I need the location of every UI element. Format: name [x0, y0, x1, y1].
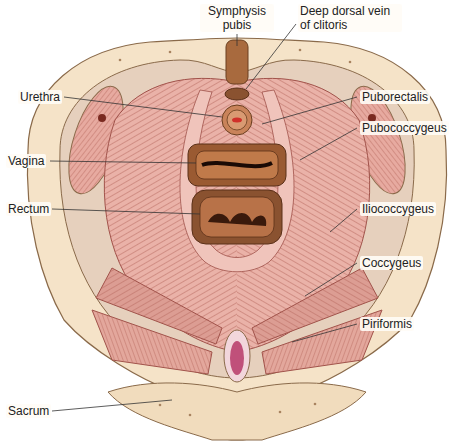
leader-line — [246, 24, 296, 89]
sacrum-bone — [108, 383, 366, 440]
vagina-wall — [196, 151, 278, 179]
leader-line — [330, 209, 357, 232]
leader-line — [52, 209, 200, 214]
part-label: Vagina — [6, 154, 46, 168]
leader-line — [300, 128, 357, 160]
symphysis-pubis — [226, 40, 248, 84]
urethra-ring — [227, 110, 247, 130]
dorsal-vein — [225, 88, 249, 100]
leader-line — [262, 97, 357, 124]
part-label: Coccygeus — [360, 256, 423, 270]
rectum-lumen — [208, 213, 266, 226]
part-label: Urethra — [18, 90, 62, 104]
leader-lines — [50, 24, 357, 411]
leader-line — [292, 324, 357, 342]
puborectalis-sling — [180, 90, 294, 272]
leader-line — [64, 97, 222, 117]
rectum-wall — [200, 197, 274, 237]
part-label: Puborectalis — [360, 90, 430, 104]
leader-line — [50, 161, 196, 163]
leader-line — [305, 263, 357, 296]
part-label: Sacrum — [6, 404, 51, 418]
pelvic-bone — [27, 38, 446, 440]
part-label: Symphysis pubis — [200, 4, 274, 32]
vagina — [188, 144, 286, 186]
part-label: Deep dorsal vein of clitoris — [298, 4, 402, 32]
part-label: Iliococcygeus — [360, 202, 436, 216]
vagina-lumen — [202, 163, 272, 166]
muscle-striation — [92, 310, 212, 374]
part-label: Rectum — [6, 202, 51, 216]
part-label: Piriformis — [360, 317, 414, 331]
obturator-canal — [98, 114, 106, 122]
leader-line — [237, 34, 238, 46]
leader-line — [52, 400, 172, 411]
part-label: Pubococcygeus — [360, 121, 449, 135]
urethra — [222, 105, 252, 135]
coccyx — [224, 330, 250, 382]
coccyx-inner — [230, 341, 244, 375]
rectum — [192, 190, 282, 244]
urethra-lumen — [232, 118, 242, 123]
